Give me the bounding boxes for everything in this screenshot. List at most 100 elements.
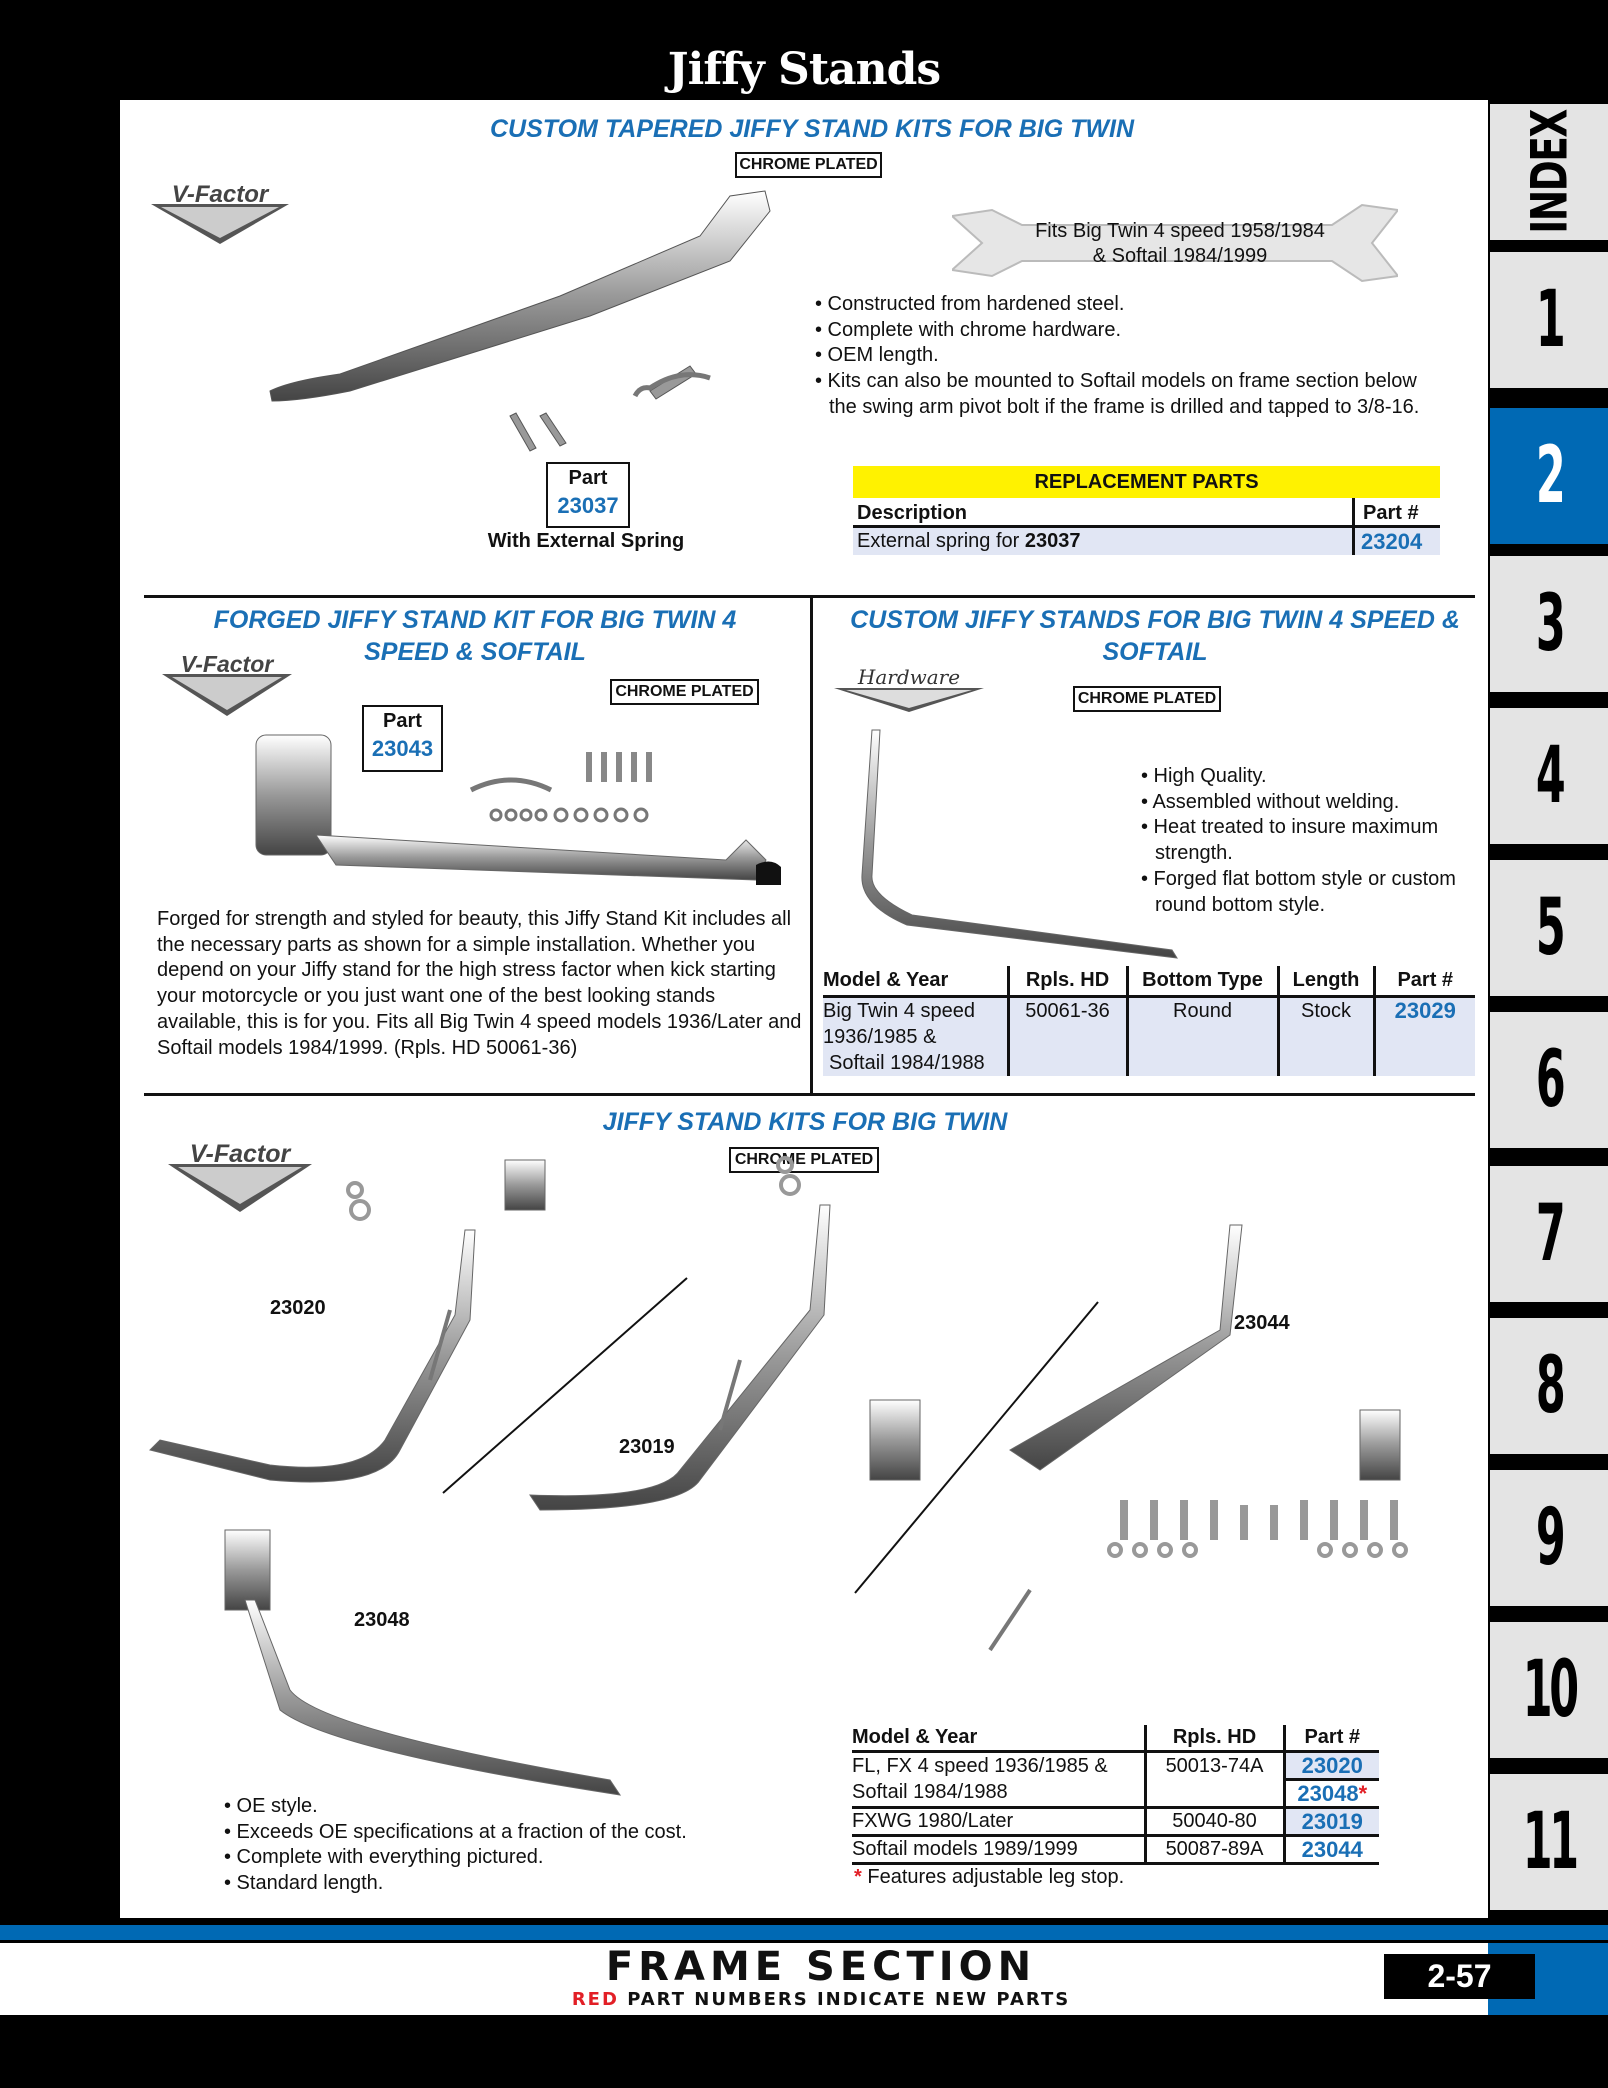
part-number[interactable]: 23043 (371, 736, 434, 761)
feature-item: • Assembled without welding. (1141, 790, 1400, 813)
vfactor-logo: V-Factor (168, 1140, 312, 1212)
feature-item: • Kits can also be mounted to Softail mo… (815, 370, 1420, 418)
feature-list: • High Quality. • Assembled without weldi… (1141, 764, 1471, 918)
tab-label: 1 (1535, 275, 1566, 365)
custom-stand-image (861, 729, 1178, 959)
tab-2[interactable]: 2 (1490, 396, 1608, 544)
part-label-23019: 23019 (619, 1436, 675, 1458)
rpls-cell: 50013-74A (1143, 1751, 1284, 1780)
section-title: CUSTOM TAPERED JIFFY STAND KITS FOR BIG … (490, 115, 1134, 143)
footer-note: RED PART NUMBERS INDICATE NEW PARTS (0, 1989, 1608, 2010)
feature-list: • Constructed from hardened steel. • Comp… (815, 292, 1445, 421)
replacement-part-number[interactable]: 23204 (1352, 528, 1440, 555)
tab-label: 8 (1535, 1341, 1566, 1431)
part-label-23044: 23044 (1234, 1312, 1290, 1334)
feature-item: • Forged flat bottom style or custom rou… (1141, 867, 1456, 916)
divider (144, 595, 1475, 598)
stand-kits-image (149, 1156, 1408, 1796)
section-title: FORGED JIFFY STAND KIT FOR BIG TWIN 4 SP… (213, 606, 737, 666)
header-part: Part # (1352, 498, 1440, 525)
part-cell[interactable]: 23048* (1282, 1779, 1379, 1808)
footer-red: RED (571, 1989, 619, 2010)
part-label-23048: 23048 (354, 1609, 410, 1631)
feature-item: • OEM length. (815, 344, 939, 367)
rpls-cell: 50040-80 (1143, 1807, 1284, 1836)
section-title: JIFFY STAND KITS FOR BIG TWIN (602, 1108, 1008, 1136)
footer-note-text: PART NUMBERS INDICATE NEW PARTS (618, 1989, 1071, 2010)
feature-item: • Heat treated to insure maximum strengt… (1141, 816, 1439, 865)
tab-10[interactable]: 10 (1490, 1622, 1608, 1758)
header-part: Part # (1282, 1725, 1379, 1752)
hardware-logo: Hardware (834, 665, 984, 712)
table-row: Softail 1984/1988 23048* (852, 1779, 1379, 1808)
part-cell[interactable]: 23019 (1282, 1807, 1379, 1836)
part-cell[interactable]: 23029 (1372, 996, 1475, 1076)
model-line: 1936/1985 & (823, 1025, 937, 1048)
header-length: Length (1276, 966, 1374, 996)
tab-label: 10 (1522, 1645, 1578, 1735)
feature-item: • High Quality. (1141, 765, 1267, 787)
footnote-text: Features adjustable leg stop. (861, 1866, 1125, 1888)
svg-text:V-Factor: V-Factor (181, 651, 274, 677)
tab-9[interactable]: 9 (1490, 1470, 1608, 1606)
chrome-plated-badge: CHROME PLATED (1073, 686, 1221, 712)
page-number: 2-57 (1384, 1954, 1535, 1999)
footer-section: FRAME SECTION (605, 1944, 1037, 1990)
divider (810, 596, 813, 1094)
feature-list: • OE style.• Exceeds OE specifications a… (224, 1794, 784, 1897)
tab-4[interactable]: 4 (1490, 708, 1608, 844)
tab-1[interactable]: 1 (1490, 252, 1608, 388)
wrench-fitment: Fits Big Twin 4 speed 1958/1984 & Softail… (1000, 219, 1360, 269)
tab-label: 3 (1535, 579, 1566, 669)
tab-8[interactable]: 8 (1490, 1318, 1608, 1454)
model-cell: Softail models 1989/1999 (852, 1838, 1078, 1860)
feature-item: • Complete with chrome hardware. (815, 318, 1122, 341)
header-model: Model & Year (823, 968, 949, 991)
footer-bar (0, 1921, 1608, 1943)
vfactor-logo: V-Factor (162, 651, 292, 716)
fitment-line: Fits Big Twin 4 speed 1958/1984 (1035, 220, 1325, 242)
bottom-cell: Round (1125, 996, 1278, 1076)
tab-label: 2 (1535, 431, 1566, 521)
header-part: Part # (1372, 966, 1475, 996)
chrome-plated-badge: CHROME PLATED (735, 152, 882, 178)
fitment-line: & Softail 1984/1999 (1092, 245, 1268, 267)
section-title: CUSTOM JIFFY STANDS FOR BIG TWIN 4 SPEED… (850, 606, 1460, 666)
rpls-cell: 50087-89A (1143, 1835, 1284, 1864)
tab-3[interactable]: 3 (1490, 556, 1608, 692)
tab-label: 7 (1535, 1189, 1566, 1279)
model-cell: Softail 1984/1988 (852, 1781, 1008, 1804)
tab-index[interactable]: INDEX (1490, 104, 1608, 240)
divider (144, 1093, 1475, 1096)
part-label: Part (568, 467, 608, 489)
page-title: Jiffy Stands (667, 44, 941, 95)
footer (0, 1943, 1488, 2015)
tab-label: 4 (1535, 731, 1566, 821)
tab-11[interactable]: 11 (1490, 1774, 1608, 1910)
part-number[interactable]: 23048 (1297, 1781, 1359, 1806)
model-cell: FL, FX 4 speed 1936/1985 & (852, 1754, 1108, 1777)
forged-kit-image (255, 734, 781, 885)
tab-label: INDEX (1520, 110, 1579, 234)
part-cell[interactable]: 23044 (1282, 1835, 1379, 1864)
header-rpls: Rpls. HD (1143, 1725, 1284, 1752)
svg-text:V-Factor: V-Factor (172, 181, 270, 208)
tab-6[interactable]: 6 (1490, 1012, 1608, 1148)
header-bottom: Bottom Type (1125, 966, 1278, 996)
chrome-plated-badge: CHROME PLATED (610, 679, 759, 705)
jiffy-stand-image (269, 190, 771, 452)
part-number[interactable]: 23037 (557, 493, 619, 518)
feature-item: • Constructed from hardened steel. (815, 293, 1125, 315)
tab-5[interactable]: 5 (1490, 860, 1608, 996)
tab-7[interactable]: 7 (1490, 1166, 1608, 1302)
rpls-cell: 50061-36 (1006, 996, 1127, 1076)
chrome-plated-badge: CHROME PLATED (729, 1147, 879, 1173)
replacement-title: REPLACEMENT PARTS (853, 466, 1440, 498)
header-description: Description (857, 502, 968, 524)
part-cell[interactable]: 23020 (1282, 1751, 1379, 1781)
rpls-cell (1143, 1779, 1284, 1808)
